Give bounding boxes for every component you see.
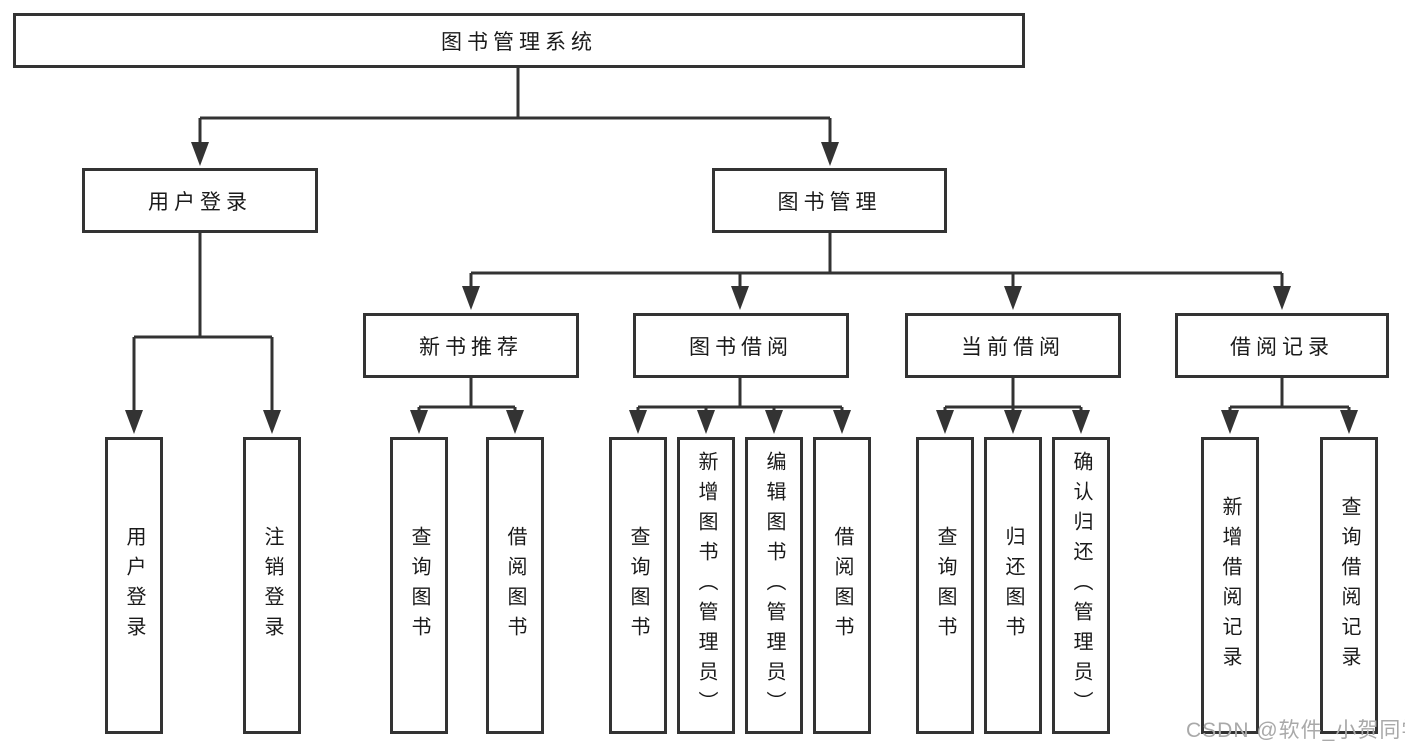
leaf-bb-add-books: 新增图书（管理员） [677, 437, 735, 734]
leaf-bb-query-books-label: 查询图书 [627, 525, 649, 646]
leaf-bb-borrow-books-label: 借阅图书 [831, 525, 853, 646]
arrow-down-icon [1221, 410, 1239, 434]
connector-userlogin-to-leaves [125, 233, 281, 434]
arrow-down-icon [821, 142, 839, 166]
arrow-down-icon [410, 410, 428, 434]
leaf-bb-borrow-books: 借阅图书 [813, 437, 871, 734]
node-current-borrow: 当前借阅 [905, 313, 1121, 378]
node-new-books-label: 新书推荐 [419, 335, 523, 359]
watermark: CSDN @软件_小贺同学 [1186, 719, 1405, 742]
arrow-down-icon [629, 410, 647, 434]
node-root-label: 图书管理系统 [441, 30, 597, 54]
arrow-down-icon [462, 286, 480, 310]
arrow-down-icon [1273, 286, 1291, 310]
leaf-bb-query-books: 查询图书 [609, 437, 667, 734]
leaf-cb-confirm-return: 确认归还（管理员） [1052, 437, 1110, 734]
leaf-bb-add-books-label: 新增图书（管理员） [695, 450, 717, 721]
leaf-bb-edit-books-label: 编辑图书（管理员） [763, 450, 785, 721]
leaf-br-query-record: 查询借阅记录 [1320, 437, 1378, 734]
node-book-mgmt-label: 图书管理 [777, 190, 882, 214]
node-book-borrow: 图书借阅 [633, 313, 849, 378]
connector-bookmgmt-to-sections [462, 233, 1291, 310]
leaf-br-add-record-label: 新增借阅记录 [1219, 495, 1241, 676]
leaf-bb-edit-books: 编辑图书（管理员） [745, 437, 803, 734]
leaf-nb-query-books: 查询图书 [390, 437, 448, 734]
connector-root-to-level2 [191, 68, 839, 166]
leaf-nb-borrow-books-label: 借阅图书 [504, 525, 526, 646]
leaf-cb-confirm-return-label: 确认归还（管理员） [1070, 450, 1092, 721]
leaf-cb-return-books: 归还图书 [984, 437, 1042, 734]
arrow-down-icon [1072, 410, 1090, 434]
leaf-nb-borrow-books: 借阅图书 [486, 437, 544, 734]
leaf-br-query-record-label: 查询借阅记录 [1338, 495, 1360, 676]
connector-borrowrecords-to-leaves [1221, 378, 1358, 434]
arrow-down-icon [1004, 286, 1022, 310]
connector-newbooks-to-leaves [410, 378, 524, 434]
leaf-user-login-label: 用户登录 [123, 525, 145, 646]
arrow-down-icon [506, 410, 524, 434]
arrow-down-icon [765, 410, 783, 434]
leaf-cb-query-books-label: 查询图书 [934, 525, 956, 646]
arrow-down-icon [125, 410, 143, 434]
arrow-down-icon [1004, 410, 1022, 434]
node-book-mgmt: 图书管理 [712, 168, 947, 233]
node-book-borrow-label: 图书借阅 [689, 335, 793, 359]
node-borrow-records: 借阅记录 [1175, 313, 1389, 378]
arrow-down-icon [833, 410, 851, 434]
leaf-cb-query-books: 查询图书 [916, 437, 974, 734]
arrow-down-icon [1340, 410, 1358, 434]
arrow-down-icon [191, 142, 209, 166]
arrow-down-icon [697, 410, 715, 434]
leaf-logout-label: 注销登录 [261, 525, 283, 646]
leaf-logout: 注销登录 [243, 437, 301, 734]
arrow-down-icon [936, 410, 954, 434]
node-new-books: 新书推荐 [363, 313, 579, 378]
leaf-user-login: 用户登录 [105, 437, 163, 734]
connector-currentborrow-to-leaves [936, 378, 1090, 434]
node-user-login: 用户登录 [82, 168, 318, 233]
node-user-login-label: 用户登录 [148, 190, 252, 214]
leaf-nb-query-books-label: 查询图书 [408, 525, 430, 646]
node-current-borrow-label: 当前借阅 [961, 335, 1065, 359]
arrow-down-icon [731, 286, 749, 310]
leaf-br-add-record: 新增借阅记录 [1201, 437, 1259, 734]
node-borrow-records-label: 借阅记录 [1230, 335, 1334, 359]
leaf-cb-return-books-label: 归还图书 [1002, 525, 1024, 646]
connector-bookborrow-to-leaves [629, 378, 851, 434]
node-root: 图书管理系统 [13, 13, 1025, 68]
arrow-down-icon [263, 410, 281, 434]
